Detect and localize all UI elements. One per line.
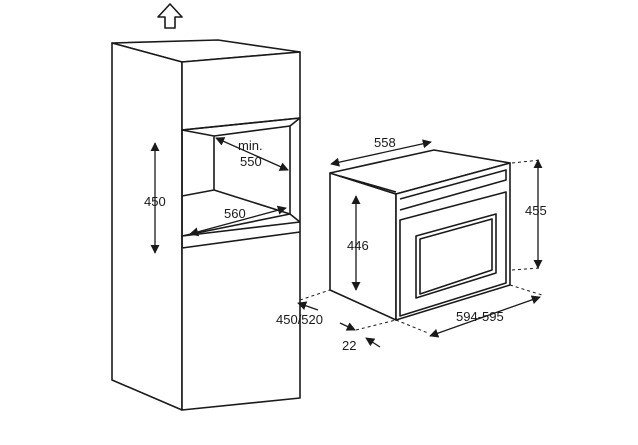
oven-height-dimension: 446: [347, 195, 369, 291]
up-arrow-icon: [157, 3, 183, 29]
niche-height-label: 450: [144, 194, 166, 209]
oven-height-label: 446: [347, 238, 369, 253]
oven-total-height-label: 455: [525, 203, 547, 218]
niche-depth-dimension: min. 550: [215, 137, 289, 171]
front-offset-label: 22: [342, 338, 356, 353]
niche-height-dimension: 450: [144, 142, 166, 254]
oven-width-label: 594-595: [456, 309, 504, 324]
oven-width-dimension: 594-595: [329, 284, 543, 338]
cabinet-depth-label: 450/520: [276, 312, 323, 327]
cabinet-lower-front: [181, 231, 301, 411]
cabinet-left-side: [111, 42, 183, 411]
niche-depth-label: 550: [240, 154, 262, 169]
oven-total-height-dimension: 455: [511, 159, 547, 271]
niche-width-dimension: 560: [189, 205, 287, 237]
cabinet-depth-dimension: 450/520: [276, 289, 331, 327]
oven-depth-label: 558: [374, 135, 396, 150]
front-offset-dimension: 22: [339, 319, 397, 353]
oven-depth-dimension: 558: [330, 135, 432, 167]
oven: [329, 149, 511, 321]
tall-cabinet: [111, 39, 301, 411]
niche-width-label: 560: [224, 206, 246, 221]
oven-door-window: [415, 213, 497, 299]
niche-min-label: min.: [238, 138, 263, 153]
cabinet-upper-front: [181, 51, 301, 131]
